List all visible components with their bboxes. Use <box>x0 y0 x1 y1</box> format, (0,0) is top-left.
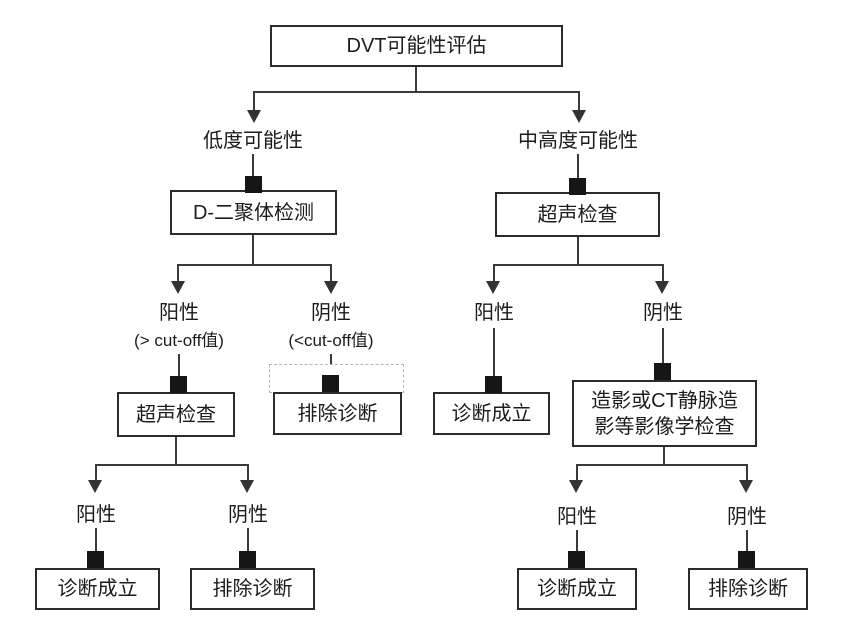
branch-line <box>746 464 748 481</box>
node-negative-cutoff-note: (<cut-off值) <box>288 331 374 350</box>
connector-square <box>170 376 187 393</box>
node-exclude-after-ddimer-box: 排除诊断 <box>273 392 402 435</box>
branch-line <box>96 464 249 466</box>
node-diagnosis-bottom-left-box: 诊断成立 <box>35 568 160 610</box>
node-positive-cutoff-note: (> cut-off值) <box>134 331 224 350</box>
node-positive-cutoff-label: 阳性 <box>159 302 199 324</box>
branch-line <box>253 91 580 93</box>
branch-line <box>578 91 580 111</box>
node-positive-bottom-right-label: 阳性 <box>557 506 597 528</box>
connector-square <box>738 551 755 568</box>
arrowhead-down-icon <box>569 480 583 493</box>
arrowhead-down-icon <box>88 480 102 493</box>
branch-line <box>252 235 254 266</box>
branch-line <box>415 67 417 93</box>
arrowhead-down-icon <box>739 480 753 493</box>
branch-line <box>576 464 578 481</box>
node-exclude-bottom-right-box: 排除诊断 <box>688 568 808 610</box>
branch-line <box>577 464 748 466</box>
branch-line <box>253 91 255 111</box>
node-mid-high-probability-label: 中高度可能性 <box>518 130 638 152</box>
connector-square <box>239 551 256 568</box>
branch-line <box>95 464 97 481</box>
node-exclude-bottom-left-box: 排除诊断 <box>190 568 315 610</box>
arrowhead-down-icon <box>324 281 338 294</box>
branch-line <box>493 264 495 282</box>
connector-line <box>178 354 180 380</box>
connector-line <box>662 328 664 368</box>
connector-line <box>95 528 97 556</box>
arrowhead-down-icon <box>572 110 586 123</box>
node-negative-bottom-right-label: 阴性 <box>727 506 767 528</box>
node-negative-cutoff-label: 阴性 <box>311 302 351 324</box>
connector-line <box>493 328 495 380</box>
connector-line <box>746 530 748 555</box>
connector-square <box>245 176 262 193</box>
imaging-box-line2: 影等影像学检查 <box>594 415 735 438</box>
arrowhead-down-icon <box>486 281 500 294</box>
branch-line <box>663 447 665 466</box>
node-imaging-box: 造影或CT静脉造 影等影像学检查 <box>572 380 757 447</box>
connector-square <box>485 376 502 393</box>
branch-line <box>494 264 664 266</box>
node-dvt-assessment-box: DVT可能性评估 <box>270 25 563 67</box>
branch-line <box>177 264 179 282</box>
connector-square <box>568 551 585 568</box>
connector-square <box>322 375 339 392</box>
branch-line <box>577 237 579 266</box>
node-negative-bottom-left-label: 阴性 <box>228 504 268 526</box>
node-ultrasound-left-box: 超声检查 <box>117 392 235 437</box>
node-d-dimer-test-box: D-二聚体检测 <box>170 190 337 235</box>
node-positive-bottom-left-label: 阳性 <box>76 504 116 526</box>
connector-square <box>654 363 671 380</box>
branch-line <box>247 464 249 481</box>
imaging-box-line1: 造影或CT静脉造 <box>591 389 738 412</box>
arrowhead-down-icon <box>240 480 254 493</box>
node-diagnosis-right-mid-box: 诊断成立 <box>433 392 550 435</box>
arrowhead-down-icon <box>655 281 669 294</box>
connector-square <box>87 551 104 568</box>
branch-line <box>178 264 332 266</box>
connector-line <box>247 528 249 556</box>
node-positive-right-label: 阳性 <box>474 302 514 324</box>
branch-line <box>175 437 177 466</box>
branch-line <box>662 264 664 282</box>
connector-line <box>576 530 578 555</box>
branch-line <box>330 264 332 282</box>
node-diagnosis-bottom-right-box: 诊断成立 <box>517 568 637 610</box>
arrowhead-down-icon <box>171 281 185 294</box>
connector-line <box>252 154 254 180</box>
connector-line <box>577 154 579 182</box>
node-low-probability-label: 低度可能性 <box>203 130 303 152</box>
node-negative-right-label: 阴性 <box>643 302 683 324</box>
node-ultrasound-right-box: 超声检查 <box>495 192 660 237</box>
arrowhead-down-icon <box>247 110 261 123</box>
connector-square <box>569 178 586 195</box>
